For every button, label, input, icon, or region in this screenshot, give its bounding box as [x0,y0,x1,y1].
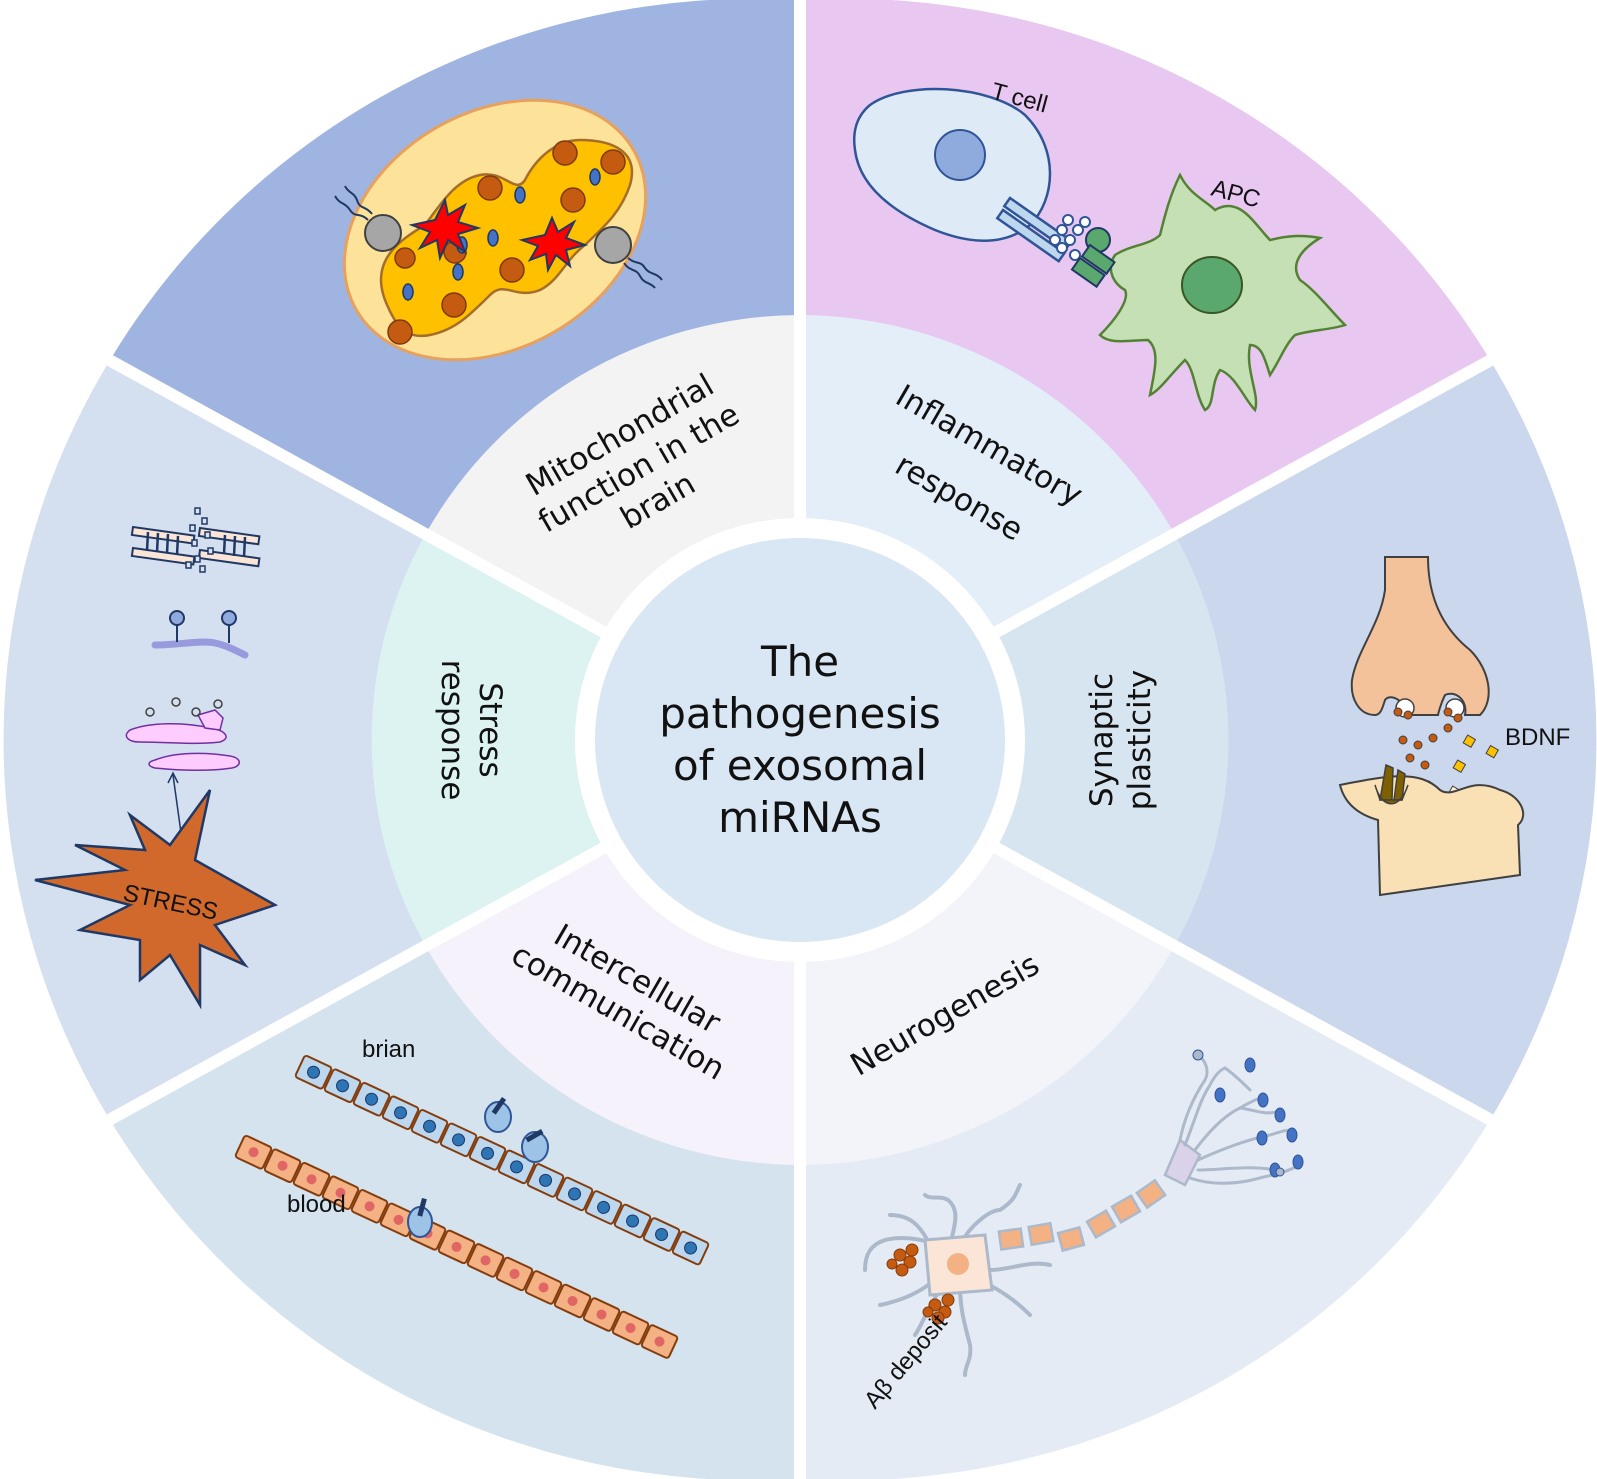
stress-burst-icon [34,789,279,1010]
center-title-line-2: pathogenesis [659,689,941,738]
myelin-sheath [997,1178,1167,1253]
label-synaptic: Synaptic plasticity [1084,670,1158,810]
blood-cell-row [234,1134,679,1359]
abeta-deposit-cluster-left [886,1243,919,1277]
trkb-receptor [1374,763,1409,805]
dna-damage-icon [130,507,261,573]
axon-terminals [1178,1053,1302,1185]
exosome-vesicles [407,1097,549,1238]
brain-cell-row [294,1054,710,1266]
mitochondrion-granules [387,140,626,345]
axon-terminal-hub [1163,1138,1202,1187]
stress-arrowhead [167,771,179,784]
center-title: The pathogenesis of exosomal miRNAs [659,637,941,842]
stress-illustration: STRESS [34,507,279,1010]
receptor-right [594,226,663,289]
presynaptic-terminal [1350,556,1490,717]
synapse-illustration: BDNF [1338,556,1570,897]
t-cell-nucleus [934,129,986,181]
apc-nucleus [1181,256,1243,314]
label-stress-line-2: response [434,660,470,801]
blood-label: blood [287,1191,346,1218]
damage-burst-icons [408,196,589,274]
center-title-line-3: of exosomal [673,741,927,790]
center-title-line-4: miRNAs [718,793,882,842]
abeta-deposit-cluster-bottom [922,1293,955,1325]
tcr-mhc-complex [995,196,1116,289]
label-synaptic-line-1: Synaptic [1084,673,1120,807]
synaptic-boutons [1192,1049,1304,1178]
postsynaptic-terminal [1338,775,1525,897]
blood-brain-barrier-illustration: brian blood [234,1036,710,1359]
mirna-stem-loop-icon [151,610,249,659]
center-title-line-1: The [760,637,839,686]
label-stress-line-1: Stress [472,682,508,777]
bdnf-label: BDNF [1505,724,1570,751]
neuron-nucleus [947,1253,969,1275]
center-circle [595,538,1005,942]
label-stress: Stress response [434,660,508,801]
er-stress-icon [125,697,240,772]
receptor-left [334,185,402,252]
brain-label: brian [362,1036,415,1063]
immune-cells-illustration: T cell APC [853,78,1348,413]
label-synaptic-line-2: plasticity [1122,670,1158,810]
mitochondrion-illustration [334,98,663,362]
